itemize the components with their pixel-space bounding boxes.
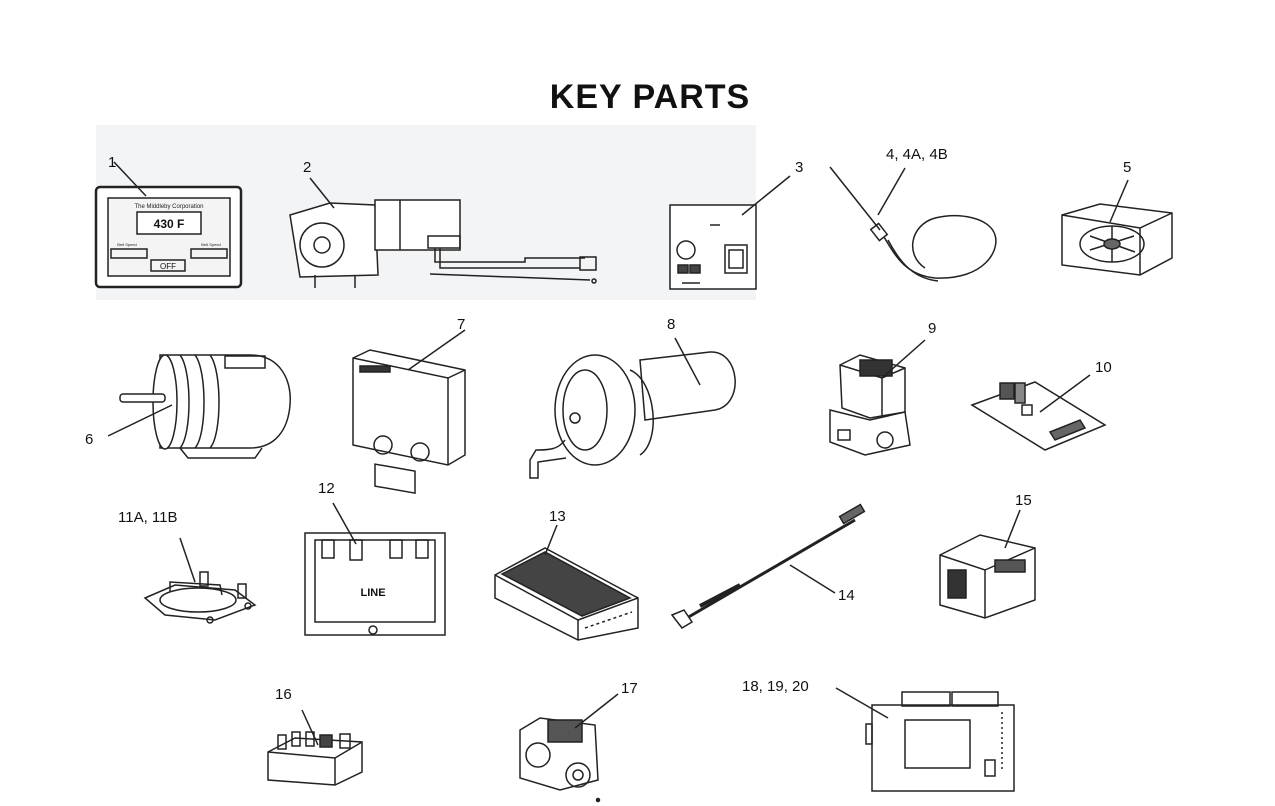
- part-4-probe: [829, 166, 997, 282]
- panel-brand-text: The Middleby Corporation: [134, 204, 203, 210]
- part-9-gas-valve: [829, 339, 926, 456]
- part-6-blower-motor: [107, 354, 291, 459]
- part-label-10: 10: [1095, 359, 1112, 376]
- panel-button-right-text: Belt Speed: [201, 242, 221, 247]
- part-11-pressure-switch: [143, 537, 257, 624]
- part-label-4: 4, 4A, 4B: [886, 146, 948, 163]
- part-3-control-board: [669, 175, 791, 290]
- part-15-vfd-drive: [939, 509, 1036, 619]
- part-8-gas-burner: [529, 337, 736, 479]
- part-5-cooling-fan: [1061, 179, 1173, 276]
- part-label-2: 2: [303, 159, 312, 176]
- part-label-12: 12: [318, 480, 335, 497]
- part-label-15: 15: [1015, 492, 1032, 509]
- panel-button-left-text: Belt Speed: [117, 242, 137, 247]
- part-16-terminal-block: [267, 709, 363, 786]
- part-2-gear-motor: [289, 177, 597, 288]
- part-1-control-panel: The Middleby Corporation 430 F Belt Spee…: [94, 161, 243, 289]
- part-label-18: 18, 19, 20: [742, 678, 809, 695]
- part-14-flame-sensor: [670, 503, 866, 629]
- part-12-relay-board: LINE: [304, 502, 446, 636]
- part-label-3: 3: [795, 159, 804, 176]
- part-label-13: 13: [549, 508, 566, 525]
- page-title: KEY PARTS: [549, 78, 751, 116]
- part-17-gas-valve-assembly: [519, 693, 619, 803]
- part-label-14: 14: [838, 587, 855, 604]
- part-18-control-module: [835, 687, 1015, 792]
- panel-off-text: OFF: [160, 262, 176, 271]
- part-label-17: 17: [621, 680, 638, 697]
- panel-temperature-text: 430 F: [154, 217, 185, 231]
- part-7-digital-controller: [352, 329, 466, 495]
- part-13-power-supply: [494, 524, 639, 641]
- part-10-ignition-board: [970, 374, 1107, 451]
- part-label-6: 6: [85, 431, 94, 448]
- part-label-11: 11A, 11B: [118, 509, 178, 526]
- relay-board-line-text: LINE: [360, 587, 385, 599]
- part-label-8: 8: [667, 316, 676, 333]
- part-label-9: 9: [928, 320, 937, 337]
- part-label-5: 5: [1123, 159, 1132, 176]
- part-label-7: 7: [457, 316, 466, 333]
- part-label-16: 16: [275, 686, 292, 703]
- part-label-1: 1: [108, 154, 117, 171]
